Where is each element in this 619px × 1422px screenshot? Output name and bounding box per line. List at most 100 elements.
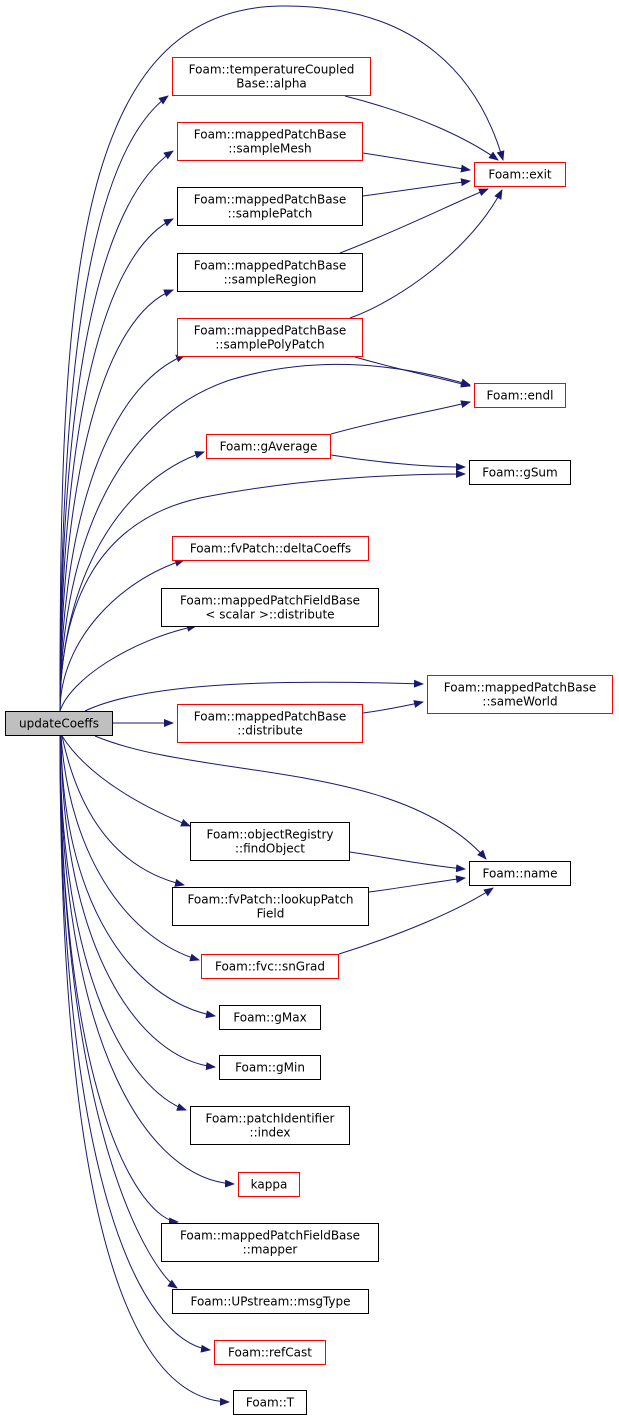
- node-box: [469, 861, 571, 886]
- node-mpb-samplepatch[interactable]: Foam::mappedPatchBase::samplePatch: [177, 187, 363, 226]
- node-box: [177, 704, 363, 743]
- edge-root-to-mpfb-mapper: [59, 735, 179, 1226]
- node-label: Foam::gMin: [235, 1061, 305, 1075]
- node-fvc-sngrad[interactable]: Foam::fvc::snGrad: [201, 954, 339, 979]
- edge-root-to-t: [59, 735, 230, 1406]
- edge-mpb-samplepolypatch-to-endl: [354, 356, 471, 388]
- node-label: Foam::mappedPatchBase: [444, 681, 596, 695]
- node-box: [172, 1289, 369, 1314]
- node-label: Foam::fvPatch::lookupPatch: [187, 893, 353, 907]
- edge-root-to-gmax: [60, 735, 216, 1019]
- node-name[interactable]: Foam::name: [469, 861, 571, 886]
- node-kappa[interactable]: kappa: [238, 1172, 300, 1197]
- node-mpfb-distribute[interactable]: Foam::mappedPatchFieldBase< scalar >::di…: [161, 588, 379, 627]
- edge-root-to-tcb-alpha: [59, 95, 169, 712]
- edge-root-to-name: [94, 735, 487, 860]
- edge-root-to-fvpatch-deltacoeffs: [59, 558, 185, 712]
- edge-root-to-gsum: [59, 470, 466, 712]
- edge-root-to-mpb-samplepolypatch: [59, 354, 186, 712]
- edge-gaverage-to-gsum: [330, 454, 466, 471]
- edge-mpb-sampleregion-to-exit: [339, 188, 489, 254]
- node-box: [190, 822, 350, 861]
- node-label: Foam::exit: [488, 168, 552, 182]
- edge-mpb-distribute-to-mpb-sameworld: [362, 700, 424, 714]
- node-label: Foam::mappedPatchBase: [194, 259, 346, 273]
- edge-root-to-exit: [59, 5, 505, 712]
- edge-fvpatch-lookuppatchfield-to-name: [368, 875, 466, 893]
- node-box: [201, 954, 339, 979]
- edge-root-to-gaverage: [59, 451, 205, 712]
- node-label: ::sameWorld: [482, 695, 557, 709]
- node-box: [177, 122, 363, 161]
- node-box: [172, 57, 371, 96]
- node-box: [474, 162, 566, 187]
- edge-mpb-samplepolypatch-to-exit: [349, 189, 503, 319]
- node-mpb-sameworld[interactable]: Foam::mappedPatchBase::sameWorld: [427, 675, 613, 714]
- edge-root-to-kappa: [59, 735, 235, 1188]
- node-upstream-msgtype[interactable]: Foam::UPstream::msgType: [172, 1289, 369, 1314]
- node-label: updateCoeffs: [19, 717, 99, 731]
- node-gsum[interactable]: Foam::gSum: [469, 460, 571, 485]
- node-label: Foam::mappedPatchBase: [194, 128, 346, 142]
- node-box: [190, 1106, 350, 1145]
- node-mpb-sampleregion[interactable]: Foam::mappedPatchBase::sampleRegion: [177, 253, 363, 292]
- node-refcast[interactable]: Foam::refCast: [214, 1340, 326, 1365]
- edge-root-to-mpb-samplemesh: [59, 150, 174, 712]
- node-label: ::samplePatch: [228, 207, 313, 221]
- node-mpb-distribute[interactable]: Foam::mappedPatchBase::distribute: [177, 704, 363, 743]
- node-label: ::distribute: [237, 724, 303, 738]
- node-box: [177, 187, 363, 226]
- node-box: [469, 460, 571, 485]
- node-label: Foam::refCast: [228, 1346, 312, 1360]
- node-gmin[interactable]: Foam::gMin: [219, 1055, 321, 1080]
- edge-root-to-mpb-sameworld: [84, 679, 424, 712]
- node-fvpatch-deltacoeffs[interactable]: Foam::fvPatch::deltaCoeffs: [172, 536, 369, 561]
- node-box: [206, 434, 331, 459]
- node-endl[interactable]: Foam::endl: [474, 383, 566, 408]
- node-box: [219, 1055, 321, 1080]
- node-gaverage[interactable]: Foam::gAverage: [206, 434, 331, 459]
- node-objreg-findobject[interactable]: Foam::objectRegistry::findObject: [190, 822, 350, 861]
- node-label: Foam::T: [246, 1396, 295, 1410]
- node-label: Foam::endl: [487, 389, 554, 403]
- node-exit[interactable]: Foam::exit: [474, 162, 566, 187]
- edge-root-to-refcast: [59, 735, 211, 1353]
- node-box: [5, 711, 113, 736]
- node-patchid-index[interactable]: Foam::patchIdentifier::index: [190, 1106, 350, 1145]
- node-box: [172, 887, 369, 926]
- node-gmax[interactable]: Foam::gMax: [219, 1005, 321, 1030]
- node-label: Foam::patchIdentifier: [206, 1112, 335, 1126]
- node-mpb-samplepolypatch[interactable]: Foam::mappedPatchBase::samplePolyPatch: [177, 318, 363, 357]
- node-mpfb-mapper[interactable]: Foam::mappedPatchFieldBase::mapper: [161, 1223, 379, 1262]
- node-box: [233, 1390, 307, 1415]
- node-box: [474, 383, 566, 408]
- node-label: Foam::gMax: [233, 1011, 306, 1025]
- node-label: ::samplePolyPatch: [215, 338, 324, 352]
- node-label: Foam::mappedPatchFieldBase: [180, 1229, 360, 1243]
- edge-gaverage-to-endl: [330, 400, 471, 435]
- edge-tcb-alpha-to-exit: [344, 95, 499, 161]
- node-label: Foam::mappedPatchFieldBase: [180, 594, 360, 608]
- edge-root-to-upstream-msgtype: [59, 735, 178, 1289]
- node-root[interactable]: updateCoeffs: [5, 711, 113, 736]
- node-mpb-samplemesh[interactable]: Foam::mappedPatchBase::sampleMesh: [177, 122, 363, 161]
- node-box: [177, 253, 363, 292]
- node-label: Foam::fvPatch::deltaCoeffs: [190, 542, 351, 556]
- node-label: Foam::mappedPatchBase: [194, 193, 346, 207]
- node-label: < scalar >::distribute: [205, 608, 334, 622]
- node-t[interactable]: Foam::T: [233, 1390, 307, 1415]
- edge-root-to-mpfb-distribute: [59, 623, 197, 712]
- edge-fvc-sngrad-to-name: [338, 887, 494, 955]
- node-label: ::mapper: [243, 1243, 298, 1257]
- node-label: kappa: [251, 1178, 288, 1192]
- edge-root-to-fvpatch-lookuppatchfield: [61, 735, 185, 887]
- edge-root-to-patchid-index: [59, 735, 187, 1111]
- edge-root-to-fvc-sngrad: [60, 735, 200, 962]
- node-box: [238, 1172, 300, 1197]
- edge-objreg-findobject-to-name: [349, 851, 466, 873]
- node-label: ::findObject: [235, 842, 305, 856]
